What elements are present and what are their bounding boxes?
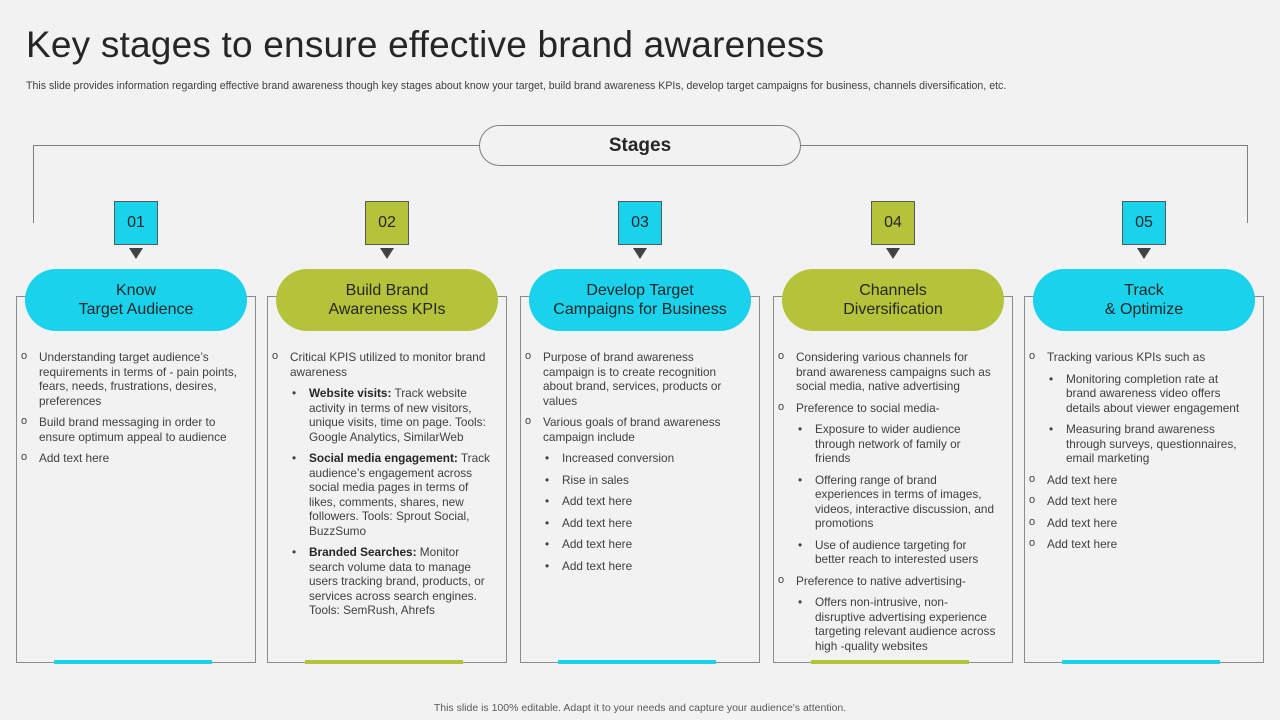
sub-list-item: Add text here (523, 516, 745, 531)
stage-accent-bar (558, 660, 716, 664)
sub-list-item: Offering range of brand experiences in t… (776, 473, 998, 531)
item-text: Add text here (1047, 515, 1118, 530)
sub-list-item: Offers non-intrusive, non-disruptive adv… (776, 595, 998, 653)
list-item: Build brand messaging in order to ensure… (19, 414, 241, 444)
item-text: Rise in sales (562, 472, 629, 487)
item-text: Add text here (1047, 472, 1118, 487)
sub-list-item: Branded Searches: Monitor search volume … (270, 545, 492, 618)
item-text: Tracking various KPIs such as (1047, 350, 1206, 364)
sub-list-item: Measuring brand awareness through survey… (1027, 422, 1249, 466)
stage-content: Purpose of brand awareness campaign is t… (523, 349, 745, 580)
sub-list-item: Add text here (523, 494, 745, 509)
sub-list-item: Add text here (523, 559, 745, 574)
stage-title: Channels Diversification (782, 269, 1004, 331)
list-item: Tracking various KPIs such as (1027, 349, 1249, 365)
stage-accent-bar (305, 660, 463, 664)
item-text: Measuring brand awareness through survey… (1066, 422, 1237, 465)
item-text: Add text here (39, 451, 110, 465)
sub-list-item: Website visits: Track website activity i… (270, 386, 492, 444)
stage-number: 05 (1122, 201, 1166, 245)
arrow-down-icon (633, 248, 647, 259)
stage-title: Build Brand Awareness KPIs (276, 269, 498, 331)
item-text: Preference to native advertising- (796, 573, 966, 588)
arrow-down-icon (886, 248, 900, 259)
sub-list-item: Use of audience targeting for better rea… (776, 538, 998, 567)
item-text: Increased conversion (562, 451, 675, 465)
sub-list-item: Increased conversion (523, 451, 745, 466)
stage-number: 01 (114, 201, 158, 245)
item-text: Build brand messaging in order to ensure… (39, 415, 227, 444)
item-text: Considering various channels for brand a… (796, 350, 991, 393)
item-text: Add text here (1047, 494, 1118, 508)
item-heading: Social media engagement: (309, 451, 458, 465)
sub-list-item: Exposure to wider audience through netwo… (776, 422, 998, 466)
item-text: Monitoring completion rate at brand awar… (1066, 371, 1240, 415)
arrow-down-icon (129, 248, 143, 259)
list-item: Add text here (1027, 472, 1249, 488)
item-text: Offering range of brand experiences in t… (815, 472, 995, 531)
list-item: Add text here (19, 450, 241, 466)
stages-header: Stages (479, 125, 801, 166)
item-text: Preference to social media- (796, 400, 940, 415)
stage-accent-bar (1062, 660, 1220, 664)
item-text: Various goals of brand awareness campaig… (543, 415, 721, 444)
list-item: Understanding target audience’s requirem… (19, 349, 241, 408)
item-text: Add text here (562, 494, 633, 508)
stage-accent-bar (54, 660, 212, 664)
item-text: Use of audience targeting for better rea… (815, 537, 979, 567)
item-text: Add text here (562, 537, 633, 551)
stage-number: 02 (365, 201, 409, 245)
list-item: Preference to native advertising- (776, 573, 998, 589)
list-item: Considering various channels for brand a… (776, 349, 998, 394)
slide-subtitle: This slide provides information regardin… (26, 80, 1007, 92)
sub-list-item: Rise in sales (523, 473, 745, 488)
slide-footer: This slide is 100% editable. Adapt it to… (433, 702, 847, 714)
stage-content: Tracking various KPIs such as Monitoring … (1027, 349, 1249, 559)
item-text: Track audience’s engagement across socia… (309, 451, 490, 538)
list-item: Add text here (1027, 493, 1249, 509)
slide-title: Key stages to ensure effective brand awa… (26, 24, 825, 65)
item-text: Offers non-intrusive, non-disruptive adv… (815, 595, 996, 653)
list-item: Add text here (1027, 536, 1249, 552)
item-text: Track website activity in terms of new v… (309, 386, 486, 444)
stage-title: Develop Target Campaigns for Business (529, 269, 751, 331)
arrow-down-icon (1137, 248, 1151, 259)
item-text: Add text here (562, 558, 633, 573)
item-heading: Website visits: (309, 386, 392, 400)
item-text: Purpose of brand awareness campaign is t… (543, 350, 722, 408)
stage-title: Track & Optimize (1033, 269, 1255, 331)
list-item: Critical KPIS utilized to monitor brand … (270, 349, 492, 379)
list-item: Add text here (1027, 515, 1249, 531)
stage-accent-bar (811, 660, 969, 664)
item-text: Monitor search volume data to manage use… (309, 545, 485, 617)
stage-number: 04 (871, 201, 915, 245)
item-text: Understanding target audience’s requirem… (39, 350, 238, 408)
stage-number: 03 (618, 201, 662, 245)
sub-list-item: Social media engagement: Track audience’… (270, 451, 492, 538)
stage-title: Know Target Audience (25, 269, 247, 331)
item-heading: Branded Searches: (309, 545, 417, 559)
list-item: Various goals of brand awareness campaig… (523, 414, 745, 444)
list-item: Preference to social media- (776, 400, 998, 416)
stage-content: Critical KPIS utilized to monitor brand … (270, 349, 492, 625)
sub-list-item: Monitoring completion rate at brand awar… (1027, 372, 1249, 416)
sub-list-item: Add text here (523, 537, 745, 552)
stage-content: Considering various channels for brand a… (776, 349, 998, 660)
arrow-down-icon (380, 248, 394, 259)
item-text: Add text here (1047, 537, 1118, 551)
list-item: Purpose of brand awareness campaign is t… (523, 349, 745, 408)
item-text: Critical KPIS utilized to monitor brand … (290, 350, 486, 379)
item-text: Exposure to wider audience through netwo… (815, 422, 961, 465)
item-text: Add text here (562, 515, 633, 530)
stage-content: Understanding target audience’s requirem… (19, 349, 241, 473)
